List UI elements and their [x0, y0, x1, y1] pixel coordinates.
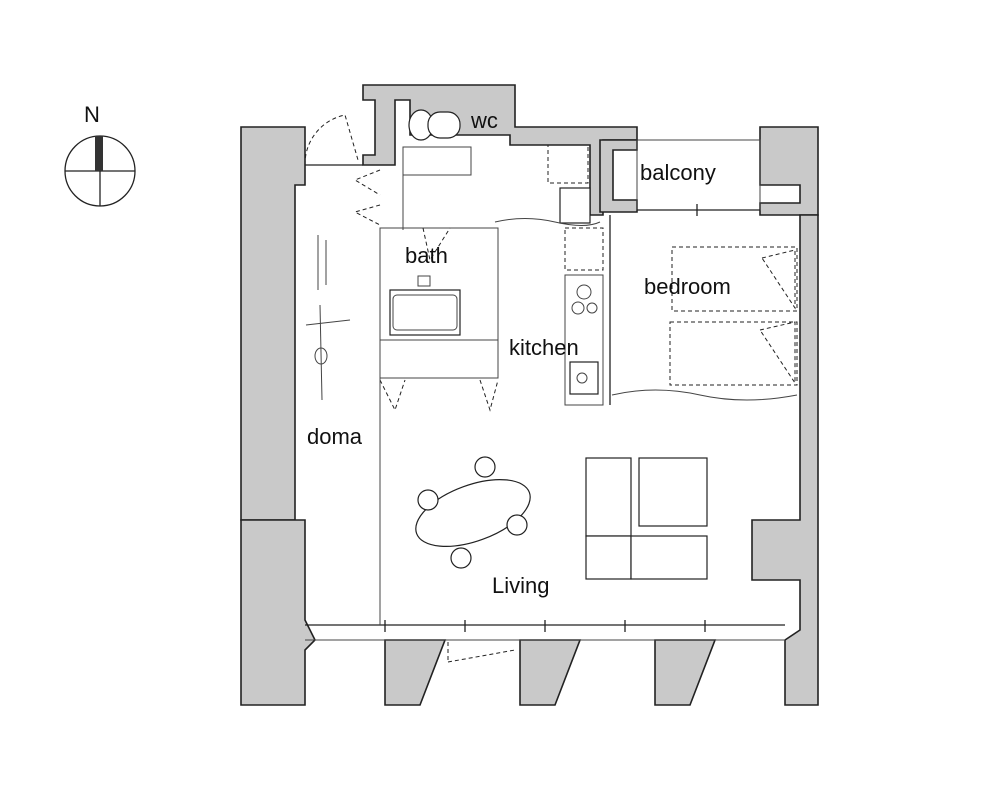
- wall-right: [751, 214, 819, 706]
- wall-balcony-right: [759, 126, 819, 216]
- room-label-bedroom: bedroom: [644, 274, 731, 299]
- wall-left-bottom: [240, 519, 316, 706]
- wall-balcony-left: [599, 139, 638, 213]
- room-label-kitchen: kitchen: [509, 335, 579, 360]
- dining-table: [415, 456, 531, 569]
- sofa: [585, 457, 708, 580]
- walls: [240, 84, 819, 706]
- room-label-bath: bath: [405, 243, 448, 268]
- window-pier-2: [519, 639, 582, 706]
- north-compass-icon: N: [64, 102, 136, 207]
- room-label-balcony: balcony: [640, 160, 716, 185]
- wall-wc: [362, 84, 638, 216]
- wall-left-top: [240, 126, 306, 521]
- room-label-doma: doma: [307, 424, 363, 449]
- room-label-living: Living: [492, 573, 549, 598]
- toilet-icon: [408, 109, 461, 141]
- sink-icon: [569, 361, 599, 395]
- bicycle-icon: [305, 235, 351, 401]
- window-pier-1: [384, 639, 447, 706]
- window-pier-3: [654, 639, 717, 706]
- stove-icon: [571, 284, 598, 315]
- room-label-wc: wc: [470, 108, 498, 133]
- compass-north-label: N: [84, 102, 100, 127]
